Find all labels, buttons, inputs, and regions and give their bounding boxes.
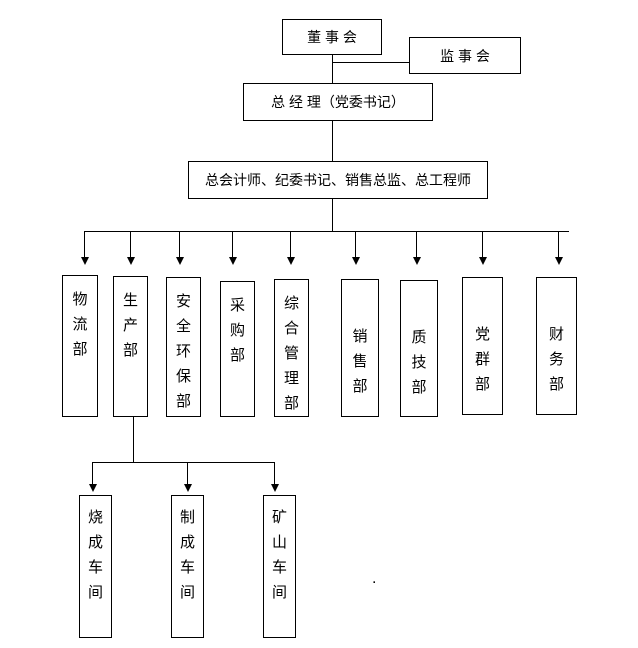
- connector-workshop-bus: [92, 462, 274, 463]
- stray-dot: .: [372, 570, 377, 587]
- arrow-down-safety-environment: [176, 231, 184, 265]
- workshop-mining: 矿 山 车 间: [263, 495, 296, 638]
- node-label: 董 事 会: [307, 29, 357, 45]
- connector-gm-to-staff: [332, 120, 333, 161]
- dept-logistics: 物 流 部: [62, 275, 98, 417]
- arrow-down-production: [127, 231, 135, 265]
- dept-quality-technology: 质 技 部: [400, 280, 438, 417]
- dept-label: 财 务 部: [548, 326, 564, 393]
- dept-label: 采 购 部: [229, 297, 245, 364]
- arrow-down-sintering-workshop: [89, 462, 97, 492]
- node-general-manager: 总 经 理（党委书记）: [243, 83, 433, 121]
- arrow-down-party-mass: [479, 231, 487, 265]
- node-supervisory-board: 监 事 会: [409, 37, 521, 74]
- dept-label: 综 合 管 理 部: [283, 295, 299, 412]
- dept-sales: 销 售 部: [341, 279, 379, 417]
- arrow-down-general-management: [287, 231, 295, 265]
- node-label: 监 事 会: [440, 47, 490, 64]
- arrow-down-mining-workshop: [271, 462, 279, 492]
- dept-label: 生 产 部: [122, 292, 138, 359]
- workshop-label: 矿 山 车 间: [271, 509, 287, 601]
- arrow-down-finishing-workshop: [184, 462, 192, 492]
- dept-party-mass: 党 群 部: [462, 277, 503, 415]
- connector-main-bus: [84, 231, 569, 232]
- arrow-down-procurement: [229, 231, 237, 265]
- dept-safety-environment: 安 全 环 保 部: [166, 277, 201, 417]
- connector-staff-to-bus: [332, 199, 333, 231]
- connector-to-supervisory-board: [332, 62, 409, 63]
- node-label: 总 经 理（党委书记）: [271, 94, 405, 110]
- workshop-label: 制 成 车 间: [179, 509, 195, 601]
- arrow-down-sales: [352, 231, 360, 265]
- dept-finance: 财 务 部: [536, 277, 577, 415]
- workshop-finishing: 制 成 车 间: [171, 495, 204, 638]
- arrow-down-logistics: [81, 231, 89, 265]
- dept-procurement: 采 购 部: [220, 281, 255, 417]
- arrow-down-finance: [555, 231, 563, 265]
- node-senior-staff: 总会计师、纪委书记、销售总监、总工程师: [188, 161, 488, 199]
- node-label: 总会计师、纪委书记、销售总监、总工程师: [205, 172, 471, 188]
- dept-label: 安 全 环 保 部: [175, 293, 191, 410]
- workshop-sintering: 烧 成 车 间: [79, 495, 112, 638]
- connector-production-down: [133, 417, 134, 462]
- dept-label: 销 售 部: [352, 328, 368, 395]
- connector-board-to-gm: [332, 54, 333, 83]
- dept-label: 质 技 部: [411, 329, 427, 396]
- dept-label: 物 流 部: [72, 291, 88, 358]
- dept-label: 党 群 部: [474, 326, 490, 393]
- arrow-down-quality-technology: [413, 231, 421, 265]
- dept-production: 生 产 部: [113, 276, 148, 417]
- node-board-of-directors: 董 事 会: [282, 19, 382, 55]
- dept-general-management: 综 合 管 理 部: [274, 279, 309, 417]
- workshop-label: 烧 成 车 间: [87, 509, 103, 601]
